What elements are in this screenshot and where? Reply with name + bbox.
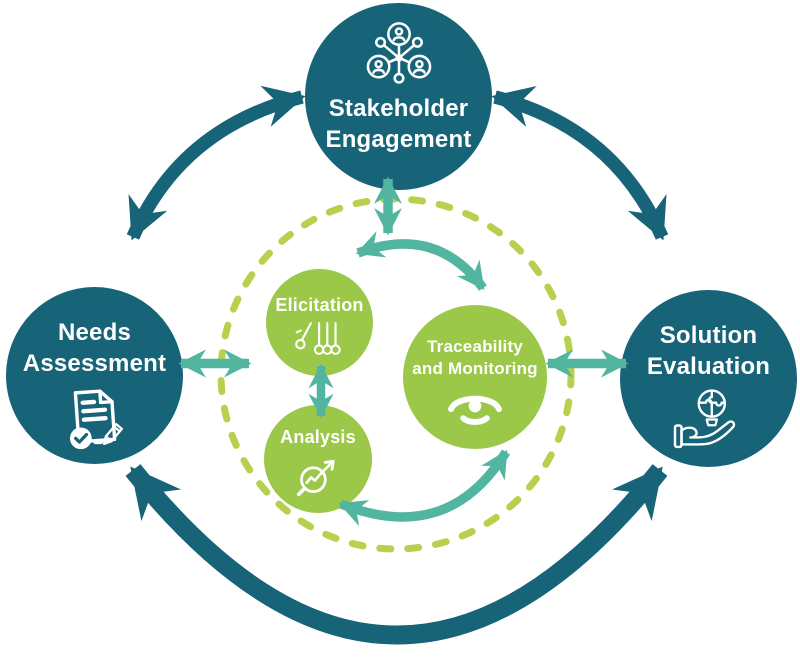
node-elicitation: Elicitation (266, 269, 373, 376)
node-traceability-monitoring: Traceability and Monitoring (403, 305, 547, 449)
node-label: Traceability and Monitoring (412, 337, 538, 378)
node-label: Analysis (280, 427, 356, 447)
arrow-needs-stakeholder (126, 85, 306, 241)
document-check-pencil-icon (69, 389, 123, 450)
eye-monitor-icon (448, 395, 502, 425)
newtons-cradle-icon (294, 322, 341, 355)
node-needs-assessment: Needs Assessment (6, 287, 183, 464)
node-stakeholder-engagement: Stakeholder Engagement (305, 3, 492, 190)
node-label: Solution Evaluation (646, 322, 771, 380)
arrow-needs-solution-bottom (125, 464, 668, 645)
node-analysis: Analysis (264, 405, 372, 513)
node-solution-evaluation: Solution Evaluation (620, 290, 797, 467)
arrow-stakeholder-solution (491, 85, 669, 241)
people-network-icon (366, 22, 431, 84)
node-label: Stakeholder Engagement (325, 95, 472, 153)
node-label: Elicitation (275, 295, 364, 315)
magnifier-trend-arrow-icon (296, 459, 335, 497)
hand-lightbulb-icon (673, 389, 735, 449)
node-label: Needs Assessment (22, 319, 167, 377)
